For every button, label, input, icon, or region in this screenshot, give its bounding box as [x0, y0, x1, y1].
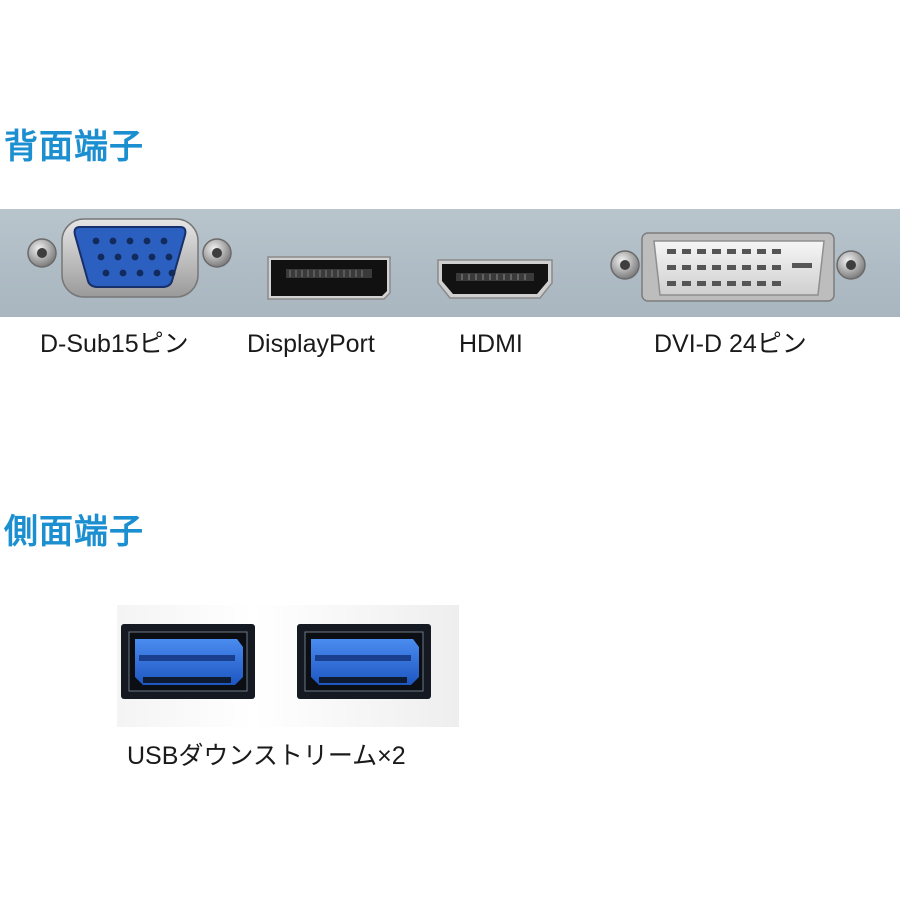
usb-port-icon	[297, 624, 431, 699]
vga-port-icon	[27, 218, 232, 298]
rear-terminals-heading: 背面端子	[4, 127, 144, 167]
displayport-icon	[267, 256, 391, 300]
usb-port-icon	[121, 624, 255, 699]
side-terminals-heading: 側面端子	[4, 512, 144, 552]
port-label-dvi: DVI-D 24ピン	[654, 330, 807, 358]
rear-panel-photo	[0, 209, 900, 317]
hdmi-port-icon	[437, 259, 553, 299]
port-label-dsub: D-Sub15ピン	[40, 330, 189, 358]
port-label-hdmi: HDMI	[459, 330, 523, 358]
side-panel-photo	[117, 605, 459, 727]
port-label-usb-downstream: USBダウンストリーム×2	[127, 742, 406, 770]
port-label-displayport: DisplayPort	[247, 330, 375, 358]
dvi-port-icon	[610, 232, 866, 302]
